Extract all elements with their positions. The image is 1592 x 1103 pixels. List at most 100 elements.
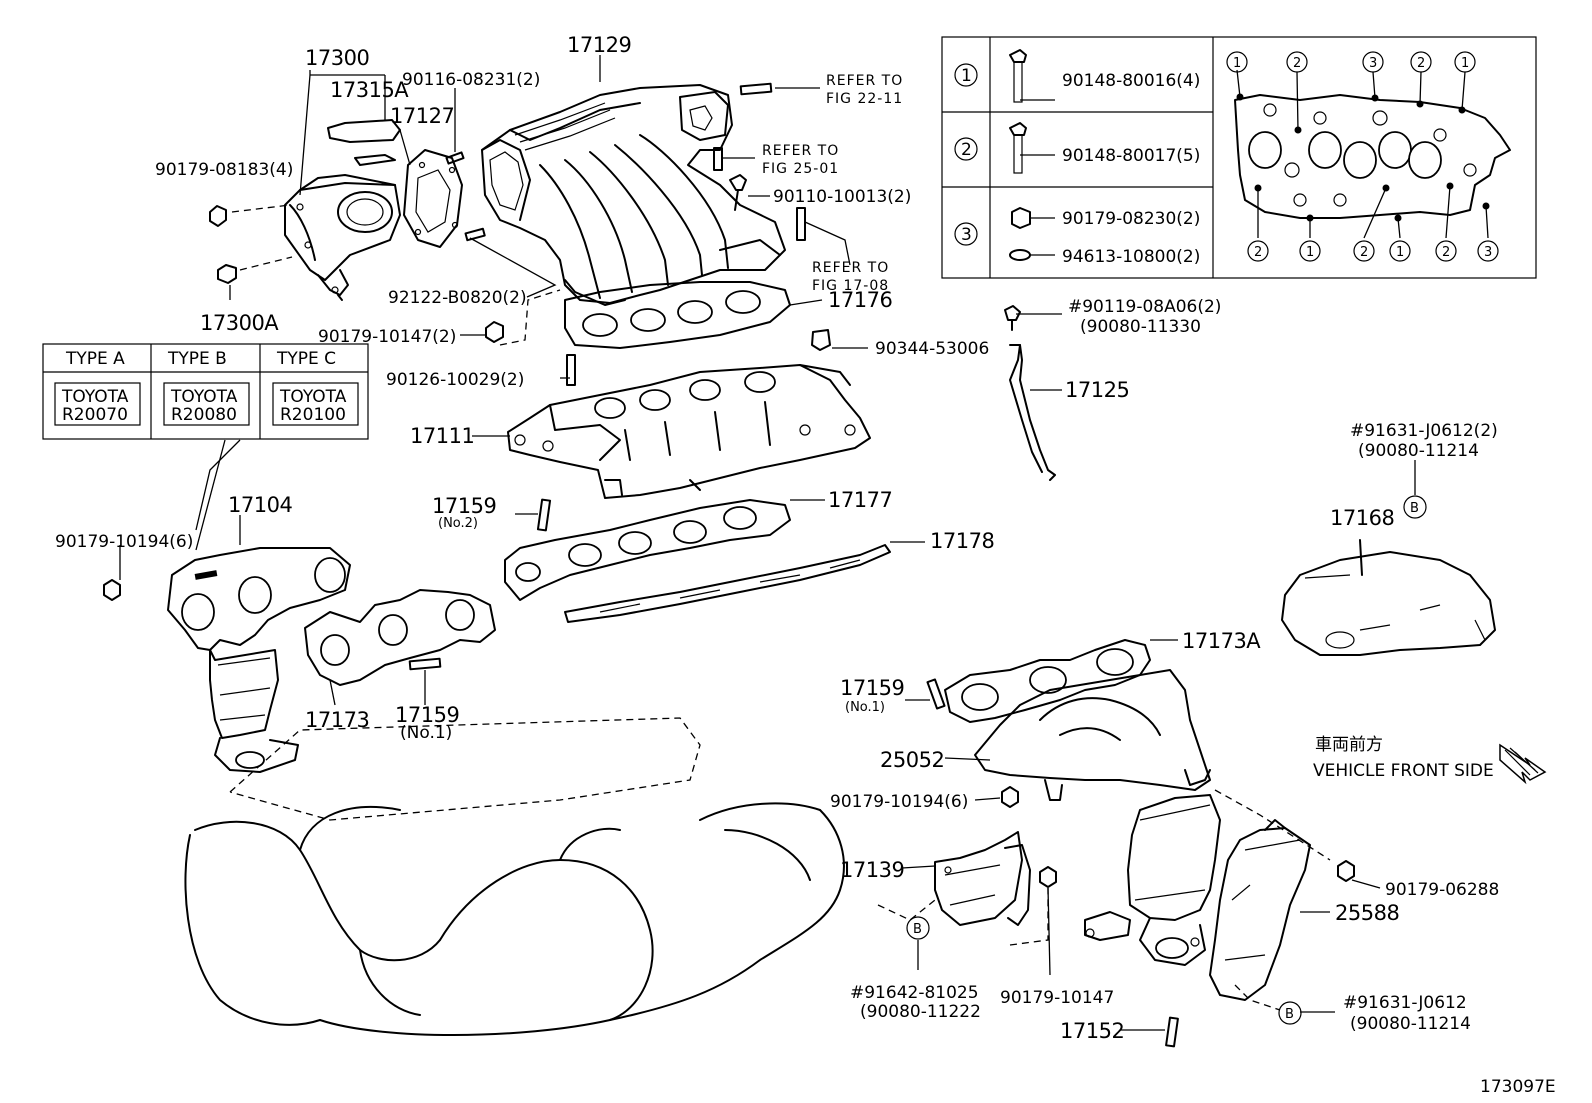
exhaust-manifold-17104 [167, 547, 351, 773]
plug-90344 [811, 329, 831, 351]
figure-id: 173097E [1480, 1077, 1556, 1097]
stud-90126 [566, 354, 576, 386]
label-17168: 17168 [1330, 506, 1394, 530]
label-17300A: 17300A [200, 311, 279, 335]
b-marker-1: B [1410, 501, 1419, 516]
stud-92122 [464, 227, 486, 242]
pattern-top-4: 2 [1417, 56, 1425, 71]
label-90179-10194b: 90179-10194(6) [830, 792, 968, 812]
label-91631a: #91631-J0612(2) [1350, 421, 1498, 441]
label-90179-08183: 90179-08183(4) [155, 160, 293, 180]
label-17111: 17111 [410, 424, 474, 448]
throttle-body [284, 174, 401, 301]
refer-2-line2: FIG 25-01 [762, 161, 839, 177]
label-17300: 17300 [305, 46, 369, 70]
stud-upper [739, 82, 773, 96]
refer-2-line1: REFER TO [762, 143, 839, 159]
label-92122: 92122-B0820(2) [388, 288, 527, 308]
stamp-c-code: R20100 [280, 405, 346, 425]
label-17159-no1b: 17159 [840, 676, 904, 700]
arrow-icon [1499, 743, 1547, 785]
gasket-17173A [944, 639, 1151, 723]
stud-side [796, 207, 806, 241]
stud-17152 [1165, 1016, 1179, 1048]
bolt-row-3-part-a: 90179-08230(2) [1062, 209, 1200, 229]
bolt-row-1-part: 90148-80016(4) [1062, 71, 1200, 91]
type-b-header: TYPE B [167, 349, 227, 369]
nut-90179-06288 [1337, 860, 1355, 882]
pattern-top-2: 2 [1293, 56, 1301, 71]
bolt-key-2: 2 [961, 140, 972, 160]
refer-3-line1: REFER TO [812, 260, 889, 276]
label-17159-no1a: 17159 [395, 703, 459, 727]
pattern-top-3: 3 [1369, 56, 1377, 71]
heat-insulator-25588 [1209, 819, 1311, 1001]
label-17129: 17129 [567, 33, 631, 57]
pattern-bottom-1: 2 [1254, 245, 1262, 260]
label-91631b: #91631-J0612 [1343, 993, 1467, 1013]
label-17178: 17178 [930, 529, 994, 553]
b-markers: B B B [906, 495, 1427, 1025]
label-17127: 17127 [390, 104, 454, 128]
part-labels: 17300 17315A 90116-08231(2) 17127 17129 … [55, 33, 1556, 1097]
bolt-90119 [1004, 305, 1021, 331]
label-25588: 25588 [1335, 901, 1399, 925]
label-91631b-alt: (90080-11214 [1350, 1014, 1471, 1034]
vehicle-front-indicator: 車両前方 VEHICLE FRONT SIDE [1313, 735, 1547, 785]
label-90110: 90110-10013(2) [773, 187, 911, 207]
nut-90179-10194-left [103, 579, 121, 601]
pattern-bottom-2: 1 [1306, 245, 1314, 260]
label-17173: 17173 [305, 708, 369, 732]
pattern-top-1: 1 [1233, 56, 1241, 71]
pattern-bottom-6: 3 [1484, 245, 1492, 260]
refer-1-line2: FIG 22-11 [826, 91, 903, 107]
exhaust-manifold-25052 [974, 669, 1211, 801]
gasket-17173 [304, 589, 496, 686]
stamp-a-code: R20070 [62, 405, 128, 425]
label-90179-10147b: 90179-10147 [1000, 988, 1114, 1008]
label-90179-10194a: 90179-10194(6) [55, 532, 193, 552]
label-17177: 17177 [828, 488, 892, 512]
nut-90179-08183 [209, 205, 227, 227]
bolt-90110 [729, 174, 747, 211]
label-17104: 17104 [228, 493, 292, 517]
pattern-bottom-3: 2 [1360, 245, 1368, 260]
nut-90179-10194-right [1001, 786, 1019, 808]
stamp-a-brand: TOYOTA [61, 387, 129, 407]
pattern-bottom-5: 2 [1442, 245, 1450, 260]
engine-block-outline [184, 717, 845, 1036]
intake-lower-17111 [507, 364, 871, 499]
leader-lines [119, 55, 1416, 1031]
gasket-17127 [403, 149, 463, 248]
type-c-header: TYPE C [276, 349, 336, 369]
label-90344: 90344-53006 [875, 339, 989, 359]
stamp-b-code: R20080 [171, 405, 237, 425]
b-marker-3: B [1285, 1007, 1294, 1022]
b-marker-2: B [913, 922, 922, 937]
pipe-17125 [1009, 344, 1056, 481]
label-91642-alt: (90080-11222 [860, 1002, 981, 1022]
stamp-c-brand: TOYOTA [279, 387, 347, 407]
label-17159-no2-sub: (No.2) [438, 516, 478, 531]
nut-90179-10147-right [1039, 866, 1057, 888]
refer-1-line1: REFER TO [826, 73, 903, 89]
bolt-row-2-part: 90148-80017(5) [1062, 146, 1200, 166]
stamp-b-brand: TOYOTA [170, 387, 238, 407]
gasket-17178 [564, 544, 891, 623]
bolt-table: 1 2 3 90148-80016(4) 90148-80017(5) 9017… [941, 36, 1537, 279]
stud-mid [713, 147, 723, 171]
heat-shield-17168 [1281, 539, 1496, 656]
bolt-pattern-diagram: 1 2 3 2 1 2 1 2 1 2 3 [1226, 51, 1511, 262]
label-17315A: 17315A [330, 78, 409, 102]
throttle-gasket-17315A [327, 119, 401, 166]
bolt-row-3-part-b: 94613-10800(2) [1062, 247, 1200, 267]
type-table: TYPE A TYPE B TYPE C TOYOTA R20070 TOYOT… [42, 343, 369, 440]
intake-manifold-upper-17129 [481, 84, 786, 306]
nut-90179-10147 [485, 321, 504, 343]
label-17173A: 17173A [1182, 629, 1261, 653]
refer-labels: REFER TO FIG 22-11 REFER TO FIG 25-01 RE… [762, 73, 903, 294]
bolt-key-1: 1 [961, 66, 972, 86]
label-17139: 17139 [840, 858, 904, 882]
refer-3-line2: FIG 17-08 [812, 278, 889, 294]
